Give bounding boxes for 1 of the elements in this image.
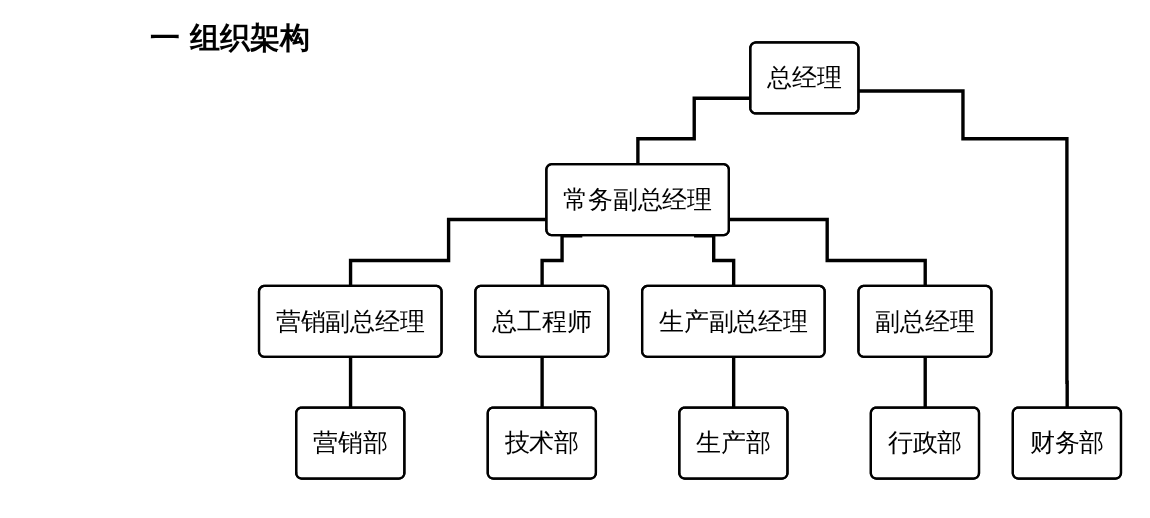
diagram-title: 一 组织架构 bbox=[150, 19, 311, 57]
